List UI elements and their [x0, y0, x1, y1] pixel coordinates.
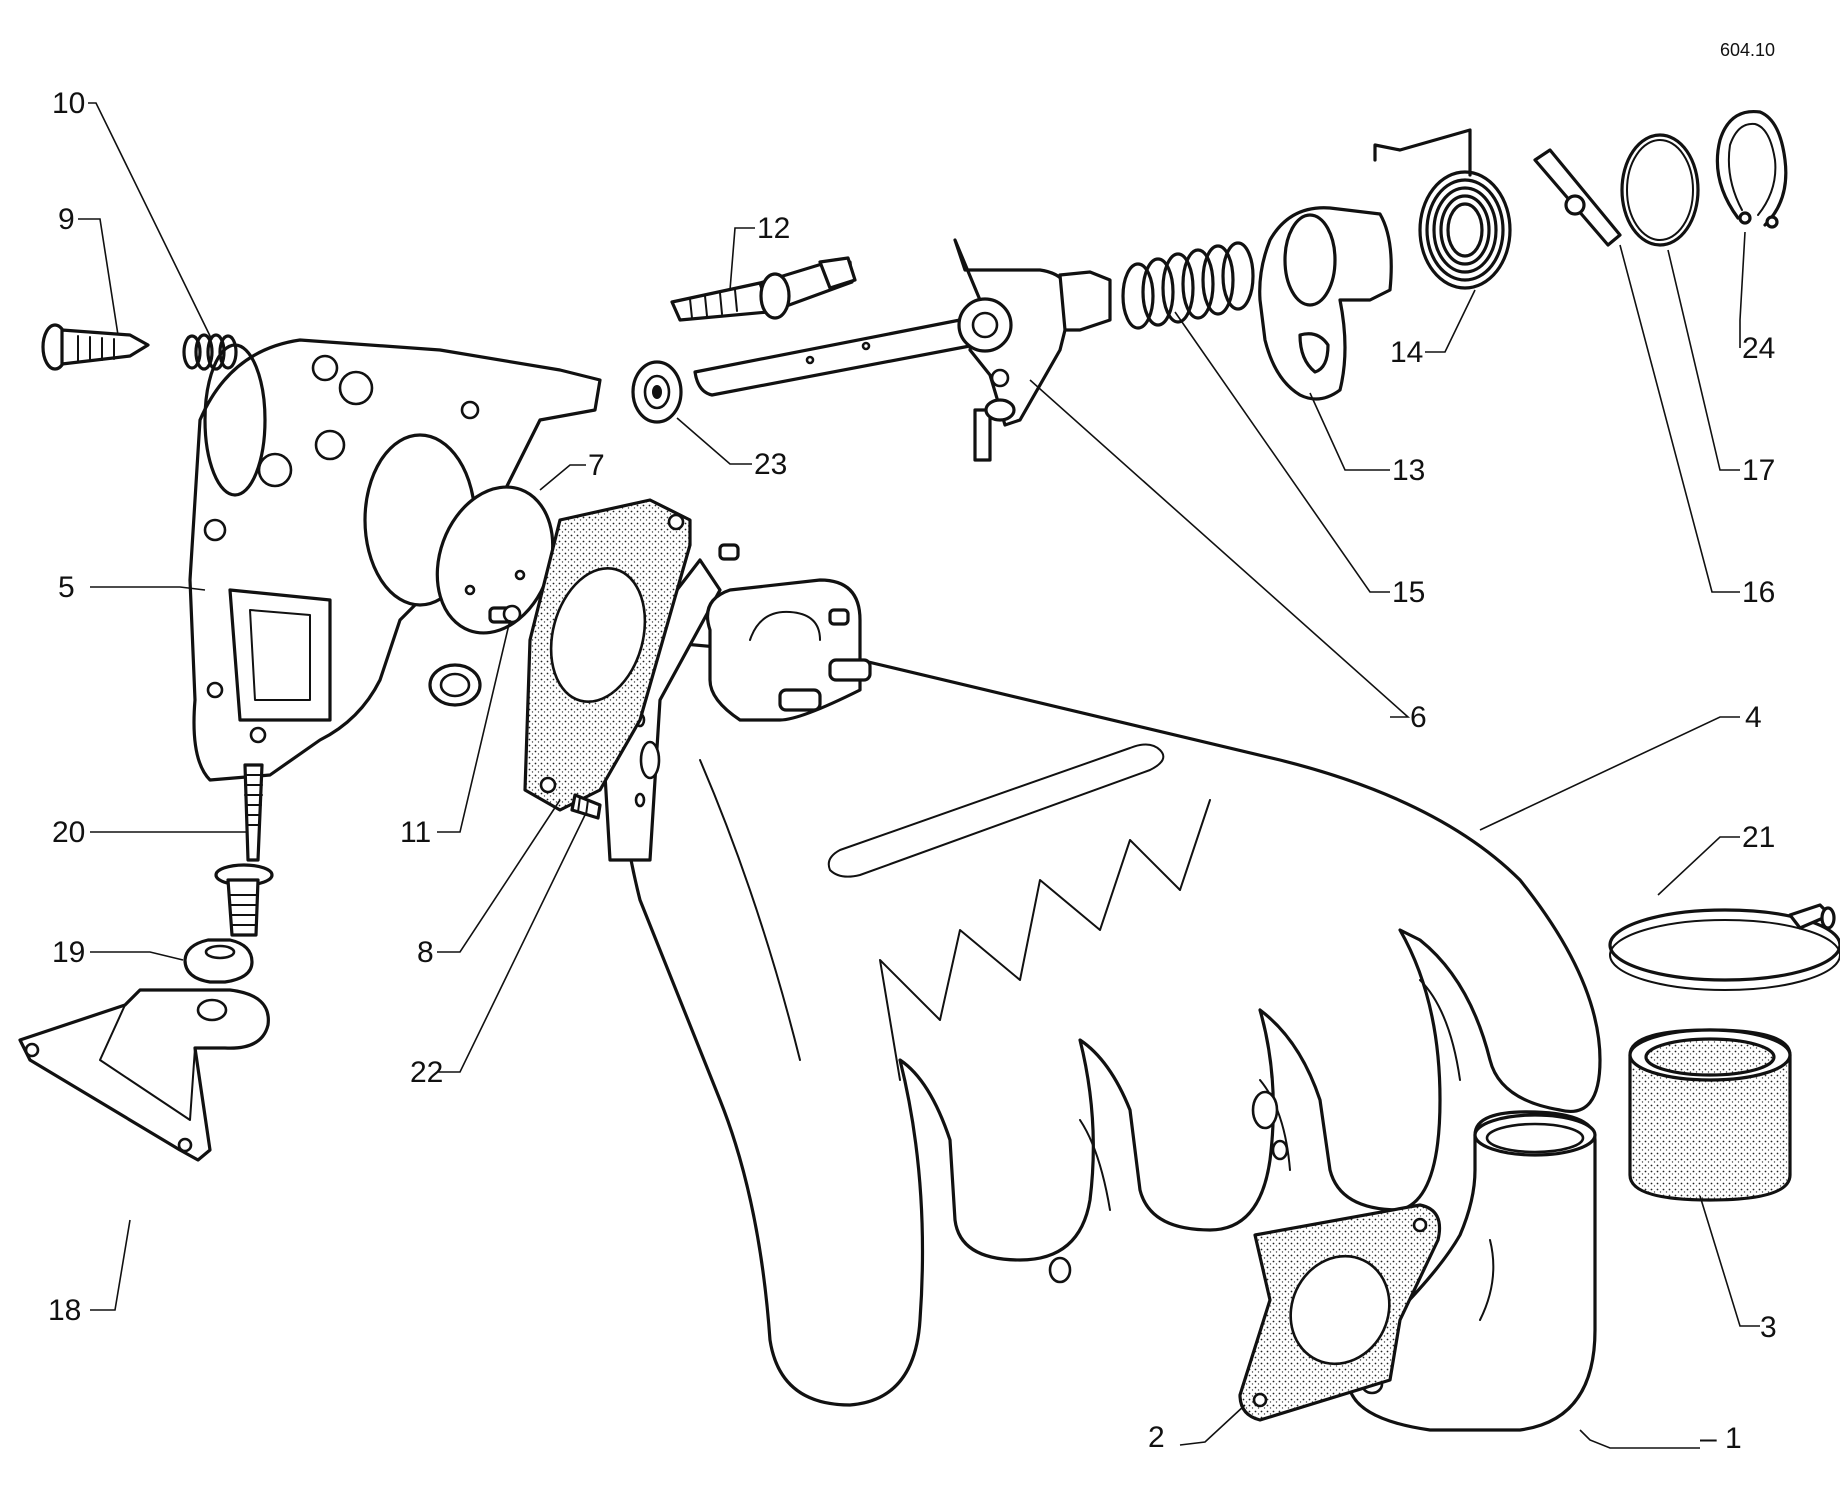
throttle-shaft-lever: [693, 238, 1112, 462]
leader-lines: [78, 102, 1760, 1449]
stop-screw: [670, 256, 857, 322]
elbow-pipe: [1343, 1110, 1597, 1432]
spring-housing: [1258, 206, 1393, 401]
label-part-9: 9: [58, 203, 75, 236]
screw-spring: [182, 333, 238, 371]
throttle-body-gasket: [523, 498, 692, 812]
label-part-19: 19: [52, 936, 85, 969]
throttle-body-housing: [188, 338, 602, 782]
mounting-bracket: [18, 988, 270, 1162]
circlip: [1715, 109, 1788, 229]
label-part-18: 18: [48, 1294, 81, 1327]
shaft-bearing: [631, 360, 683, 424]
label-part-4: 4: [1745, 701, 1762, 734]
label-part-17: 17: [1742, 454, 1775, 487]
hose-clamp: [1608, 903, 1840, 991]
return-spring-coil: [1121, 241, 1255, 330]
label-part-22: 22: [410, 1056, 443, 1089]
rubber-grommet: [183, 938, 254, 984]
pipe-gasket: [1238, 1203, 1442, 1422]
torsion-spring: [1373, 128, 1512, 290]
label-part-6: 6: [1410, 701, 1427, 734]
label-part-24: 24: [1742, 332, 1775, 365]
label-part-20: 20: [52, 816, 85, 849]
label-part-8: 8: [417, 936, 434, 969]
throttle-plate-screw: [488, 604, 522, 624]
label-part-5: 5: [58, 571, 75, 604]
sealing-ring: [1620, 133, 1700, 247]
label-part-23: 23: [754, 448, 787, 481]
throttle-plate: [435, 485, 555, 635]
label-part-15: 15: [1392, 576, 1425, 609]
label-part-14: 14: [1390, 336, 1423, 369]
label-part-12: 12: [757, 212, 790, 245]
part-labels: – 1 2 3 4 5 6 7 8 9 10 11 12 13 14 15 16…: [48, 87, 1777, 1455]
label-part-16: 16: [1742, 576, 1775, 609]
connecting-hose: [1628, 1028, 1792, 1202]
manifold-stud: [570, 793, 602, 820]
adjusting-screw: [41, 323, 150, 371]
label-part-13: 13: [1392, 454, 1425, 487]
label-part-7: 7: [588, 449, 605, 482]
label-part-21: 21: [1742, 821, 1775, 854]
mounting-stud: [214, 763, 274, 937]
stop-key: [1533, 148, 1622, 247]
label-part-11: 11: [400, 816, 431, 849]
label-part-1: – 1: [1700, 1422, 1742, 1455]
label-part-10: 10: [52, 87, 85, 120]
label-part-2: 2: [1148, 1421, 1165, 1454]
label-part-3: 3: [1760, 1311, 1777, 1344]
drawing-ref-number: 604.10: [1720, 40, 1775, 60]
